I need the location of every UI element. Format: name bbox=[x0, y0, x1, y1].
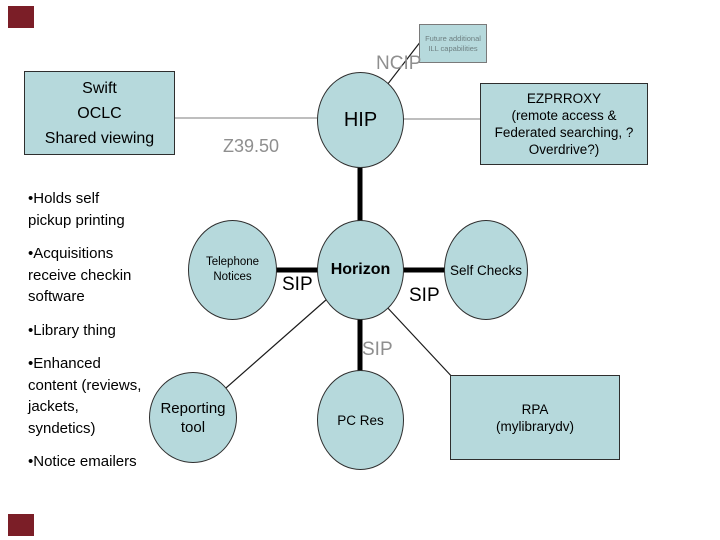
slide-accent-square-top bbox=[8, 6, 34, 28]
edge-label-sip-right: SIP bbox=[409, 285, 440, 306]
edge-label-sip-left: SIP bbox=[282, 274, 313, 295]
node-swift-oclc: Swift OCLC Shared viewing bbox=[24, 71, 175, 155]
node-future-ill: Future additional ILL capabilities bbox=[419, 24, 487, 63]
edge-label-z3950: Z39.50 bbox=[223, 136, 280, 156]
bullet-item-notice-emailers: •Notice emailers bbox=[28, 453, 137, 470]
node-telephone-notices: Telephone Notices bbox=[188, 220, 277, 320]
node-swift-oclc-label: Swift OCLC Shared viewing bbox=[44, 79, 155, 147]
node-reporting-tool: Reporting tool bbox=[149, 372, 237, 463]
bullet-item-holds-self-pickup: •Holds self pickup printing bbox=[28, 190, 125, 229]
node-self-checks-label: Self Checks bbox=[449, 262, 523, 278]
bullet-item-enhanced-content: •Enhanced content (reviews, jackets, syn… bbox=[28, 355, 142, 437]
node-self-checks: Self Checks bbox=[444, 220, 528, 320]
node-pc-res-label: PC Res bbox=[337, 412, 384, 428]
edge-label-sip-bottom: SIP bbox=[362, 339, 393, 360]
slide-accent-square-bottom bbox=[8, 514, 34, 536]
node-rpa-label: RPA (mylibrarydv) bbox=[495, 401, 574, 434]
node-reporting-tool-label: Reporting tool bbox=[160, 399, 226, 436]
node-horizon: Horizon bbox=[317, 220, 404, 320]
node-rpa: RPA (mylibrarydv) bbox=[450, 375, 620, 460]
node-horizon-label: Horizon bbox=[330, 261, 391, 278]
node-hip: HIP bbox=[317, 72, 404, 168]
node-telephone-notices-label: Telephone Notices bbox=[205, 256, 260, 283]
edge-label-ncip: NCIP bbox=[376, 53, 422, 74]
node-pc-res: PC Res bbox=[317, 370, 404, 470]
node-future-ill-label: Future additional ILL capabilities bbox=[425, 33, 481, 53]
node-ezproxy-label: EZPRROXY (remote access & Federated sear… bbox=[494, 91, 634, 157]
node-hip-label: HIP bbox=[343, 108, 378, 131]
node-ezproxy: EZPRROXY (remote access & Federated sear… bbox=[480, 83, 648, 165]
bullet-list: •Holds self pickup printing •Acquisition… bbox=[28, 188, 180, 485]
bullet-item-library-thing: •Library thing bbox=[28, 321, 116, 339]
edge-horizon-rpa bbox=[384, 304, 456, 381]
bullet-item-acquisitions: •Acquisitions receive checkin software bbox=[28, 245, 132, 305]
